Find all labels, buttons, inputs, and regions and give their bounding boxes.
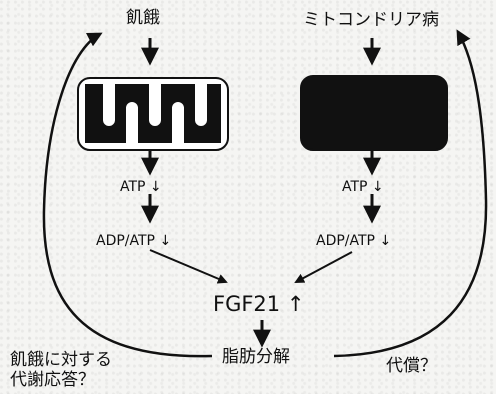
fgf21-label: FGF21 ↑	[213, 294, 304, 315]
lipolysis-label: 脂肪分解	[222, 349, 290, 366]
right-adp-atp-label: ADP/ATP ↓	[316, 234, 391, 248]
starvation-label: 飢餓	[126, 10, 160, 27]
normal-mitochondrion-icon	[78, 78, 228, 150]
mitochondrial-disease-label: ミトコンドリア病	[303, 12, 439, 29]
arrow-right-adp-to-fgf21	[296, 252, 352, 282]
left-loop-line1: 飢餓に対する	[10, 350, 112, 370]
left-loop-label: 飢餓に対する 代謝応答？	[10, 350, 112, 391]
right-loop-label: 代償？	[386, 358, 437, 375]
arrow-left-adp-to-fgf21	[150, 250, 226, 282]
damaged-mitochondrion-icon	[301, 76, 447, 150]
right-atp-label: ATP ↓	[342, 180, 384, 194]
left-loop-line2: 代謝応答？	[10, 370, 112, 390]
left-atp-label: ATP ↓	[120, 180, 162, 194]
left-adp-atp-label: ADP/ATP ↓	[96, 234, 171, 248]
